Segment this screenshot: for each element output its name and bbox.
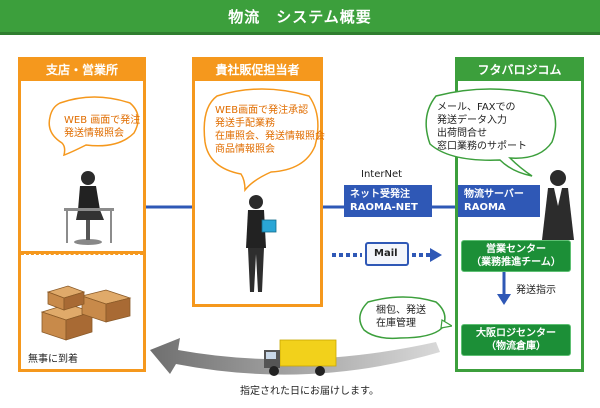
page-title: 物流 システム概要 bbox=[0, 0, 600, 35]
branch-title-text: 支店・営業所 bbox=[45, 62, 118, 77]
header-rule bbox=[0, 32, 600, 35]
branch-title: 支店・営業所 bbox=[18, 57, 146, 81]
sales-bubble-text: WEB画面で発注承認 発送手配業務 在庫照会、発送情報照会 商品情報照会 bbox=[215, 104, 325, 156]
futaba-bubble bbox=[425, 88, 557, 177]
logistics-server-line: RAOMA bbox=[464, 202, 506, 213]
packing-bubble-line: 梱包、発送 bbox=[376, 305, 426, 316]
futaba-bubble-line: メール、FAXでの bbox=[437, 102, 516, 113]
sales-bubble-line: 在庫照会、発送情報照会 bbox=[215, 131, 325, 142]
sales-center-box[interactable]: 営業センター （業務推進チーム） bbox=[461, 240, 571, 272]
sales-person-image bbox=[246, 195, 277, 292]
mail-label: Mail bbox=[374, 248, 398, 259]
operator-image bbox=[542, 170, 574, 240]
shipping-instruction-label: 発送指示 bbox=[516, 285, 556, 296]
osaka-center-line: 大阪ロジセンター bbox=[476, 328, 556, 339]
page-title-text: 物流 システム概要 bbox=[228, 7, 372, 26]
sales-title-text: 貴社販促担当者 bbox=[215, 62, 300, 77]
delivery-arrow bbox=[150, 338, 440, 375]
sales-bubble-line: WEB画面で発注承認 bbox=[215, 105, 309, 116]
osaka-center-line: （物流倉庫） bbox=[486, 341, 546, 352]
packing-bubble bbox=[359, 296, 452, 340]
futaba-title-text: フタバロジコム bbox=[477, 62, 562, 77]
branch-divider bbox=[21, 254, 143, 256]
sales-center-line: 営業センター bbox=[486, 244, 546, 255]
sales-center-line: （業務推進チーム） bbox=[471, 257, 561, 268]
office-worker-image bbox=[64, 171, 114, 245]
branch-bubble-line: 発送情報照会 bbox=[64, 128, 124, 139]
order-system-box[interactable]: ネット受発注 RAOMA-NET bbox=[344, 185, 432, 217]
branch-bubble-line: WEB 画面で発注 bbox=[64, 115, 141, 126]
cardboard-boxes-image bbox=[40, 285, 132, 341]
delivered-label: 無事に到着 bbox=[28, 354, 78, 365]
logistics-server-box[interactable]: 物流サーバー RAOMA bbox=[458, 185, 540, 217]
mail-arrow bbox=[332, 242, 442, 266]
futaba-bubble-line: 発送データ入力 bbox=[437, 115, 507, 126]
down-arrow-icon bbox=[497, 272, 511, 305]
branch-bubble bbox=[48, 96, 139, 157]
internet-label: InterNet bbox=[361, 169, 403, 180]
sales-bubble-line: 発送手配業務 bbox=[215, 118, 275, 129]
delivery-caption: 指定された日にお届けします。 bbox=[240, 386, 379, 397]
packing-bubble-line: 在庫管理 bbox=[376, 318, 416, 329]
logistics-server-line: 物流サーバー bbox=[464, 189, 524, 200]
osaka-center-box[interactable]: 大阪ロジセンター （物流倉庫） bbox=[461, 324, 571, 356]
branch-bubble-text: WEB 画面で発注 発送情報照会 bbox=[64, 114, 140, 140]
packing-bubble-text: 梱包、発送 在庫管理 bbox=[376, 304, 426, 330]
futaba-bubble-text: メール、FAXでの 発送データ入力 出荷問合せ 窓口業務のサポート bbox=[437, 101, 527, 153]
futaba-title: フタバロジコム bbox=[455, 57, 584, 81]
order-system-line: RAOMA-NET bbox=[350, 202, 418, 213]
sales-bubble bbox=[203, 88, 319, 193]
sales-title: 貴社販促担当者 bbox=[192, 57, 323, 81]
delivery-truck-icon bbox=[264, 339, 337, 376]
futaba-bubble-line: 出荷問合せ bbox=[437, 128, 487, 139]
order-system-line: ネット受発注 bbox=[350, 189, 410, 200]
sales-bubble-line: 商品情報照会 bbox=[215, 144, 275, 155]
futaba-bubble-line: 窓口業務のサポート bbox=[437, 141, 527, 152]
